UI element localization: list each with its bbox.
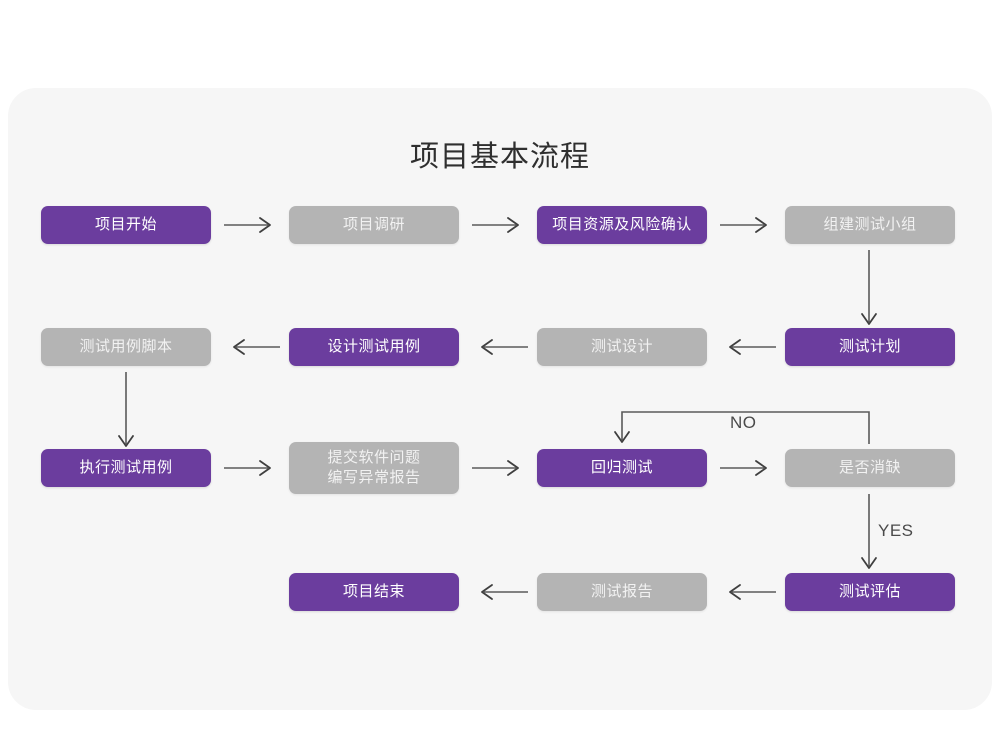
node-regression-test[interactable]: 回归测试 bbox=[537, 449, 707, 487]
node-project-end[interactable]: 项目结束 bbox=[289, 573, 459, 611]
diagram-panel bbox=[8, 88, 992, 710]
node-test-report[interactable]: 测试报告 bbox=[537, 573, 707, 611]
node-defect-resolved-decision[interactable]: 是否消缺 bbox=[785, 449, 955, 487]
node-resource-risk-confirm[interactable]: 项目资源及风险确认 bbox=[537, 206, 707, 244]
page-title: 项目基本流程 bbox=[409, 141, 590, 173]
node-design-test-case[interactable]: 设计测试用例 bbox=[289, 328, 459, 366]
node-test-design[interactable]: 测试设计 bbox=[537, 328, 707, 366]
node-submit-defect-report[interactable]: 提交软件问题 编写异常报告 bbox=[289, 442, 459, 494]
node-test-case-script[interactable]: 测试用例脚本 bbox=[41, 328, 211, 366]
edge-label-no: NO bbox=[730, 413, 757, 432]
node-test-plan[interactable]: 测试计划 bbox=[785, 328, 955, 366]
node-test-evaluation[interactable]: 测试评估 bbox=[785, 573, 955, 611]
node-project-start[interactable]: 项目开始 bbox=[41, 206, 211, 244]
node-project-research[interactable]: 项目调研 bbox=[289, 206, 459, 244]
edge-label-yes: YES bbox=[878, 521, 914, 540]
node-execute-test-case[interactable]: 执行测试用例 bbox=[41, 449, 211, 487]
node-form-test-team[interactable]: 组建测试小组 bbox=[785, 206, 955, 244]
